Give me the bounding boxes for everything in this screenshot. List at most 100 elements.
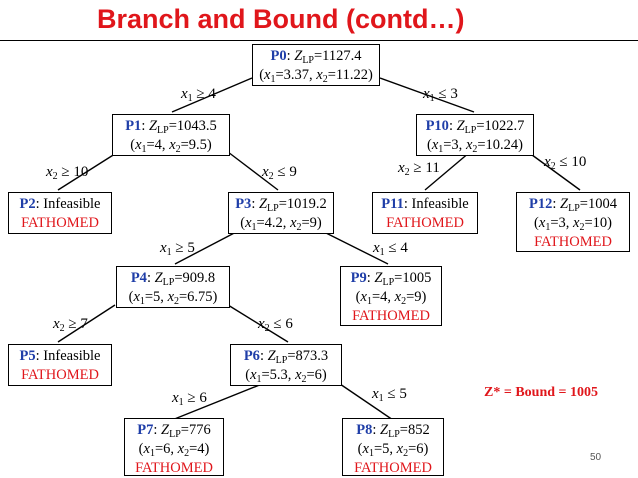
x2-value: =6) [408,441,429,457]
z-value: =1022.7 [476,118,525,134]
node-id: P2 [19,196,36,212]
z-value: =1004 [579,196,617,212]
branch-var: 1 [178,397,184,408]
fathomed-label: FATHOMED [352,308,430,324]
x1-value: =5, [373,441,393,457]
branch-label-p0-p1: x1 ≥ 4 [181,86,216,104]
edge-p0-p1 [171,77,253,113]
edge-p1-p3 [227,151,279,191]
branch-op: ≥ 4 [192,86,216,102]
z-value: =873.3 [287,348,329,364]
node-p0: P0: ZLP=1127.4 (x1=3.37, x2=11.22) [252,44,380,86]
z-value: =1005 [394,270,432,286]
edge-p10-p12 [527,151,581,191]
z-value: =1043.5 [168,118,217,134]
x1-value: =3, [443,137,463,153]
branch-var: 2 [550,161,556,172]
x2-value: =10.24) [477,137,524,153]
node-p2: P2: Infeasible FATHOMED [8,192,112,234]
x2-value: =11.22) [327,67,373,83]
node-status: : Infeasible [35,348,101,364]
fathomed-label: FATHOMED [21,215,99,231]
branch-label-p0-p10: x1 ≤ 3 [423,86,458,104]
branch-op: ≥ 10 [57,164,89,180]
branch-label-p6-p7: x1 ≥ 6 [172,390,207,408]
node-id: P4 [130,270,147,286]
node-p4: P4: ZLP=909.8 (x1=5, x2=6.75) [116,266,230,308]
x1-value: =5, [144,289,164,305]
fathomed-label: FATHOMED [386,215,464,231]
branch-var: 1 [429,93,435,104]
node-id: P3 [235,196,252,212]
fathomed-label: FATHOMED [534,234,612,250]
z-value: =1019.2 [278,196,327,212]
node-id: P9 [350,270,367,286]
x1-value: =4, [146,137,166,153]
node-p7: P7: ZLP=776 (x1=6, x2=4) FATHOMED [124,418,224,476]
branch-op: ≤ 6 [269,316,293,332]
edge-p4-p5 [57,304,116,343]
branch-var: 1 [379,247,385,258]
x1-value: =5.3, [261,367,292,383]
node-id: P0 [270,48,287,64]
branch-label-p4-p6: x2 ≤ 6 [258,316,293,334]
node-p6: P6: ZLP=873.3 (x1=5.3, x2=6) [230,344,342,386]
branch-op: ≤ 4 [384,240,408,256]
edge-p0-p10 [379,77,475,113]
edge-p3-p9 [319,229,389,265]
x2-value: =9.5) [180,137,212,153]
x1-value: =4.2, [256,215,287,231]
branch-op: ≥ 11 [409,160,440,176]
node-p9: P9: ZLP=1005 (x1=4, x2=9) FATHOMED [340,266,442,326]
x2-value: =6) [306,367,327,383]
node-id: P7 [137,422,154,438]
z-value: =852 [399,422,430,438]
branch-op: ≥ 7 [64,316,88,332]
node-id: P12 [529,196,553,212]
edge-p1-p2 [57,151,119,191]
node-p11: P11: Infeasible FATHOMED [372,192,478,234]
edge-p6-p8 [339,383,394,421]
x2-value: =9) [406,289,427,305]
x2-value: =10) [584,215,612,231]
z-value: =909.8 [174,270,216,286]
branch-label-p10-p11: x2 ≥ 11 [398,160,440,178]
branch-label-p3-p9: x1 ≤ 4 [373,240,408,258]
branch-var: 2 [404,167,410,178]
node-status: : Infeasible [403,196,469,212]
branch-op: ≥ 6 [183,390,207,406]
branch-op: ≤ 3 [434,86,458,102]
branch-label-p1-p3: x2 ≤ 9 [262,164,297,182]
fathomed-label: FATHOMED [135,460,213,476]
node-p12: P12: ZLP=1004 (x1=3, x2=10) FATHOMED [516,192,630,252]
branch-op: ≤ 5 [383,386,407,402]
branch-label-p4-p5: x2 ≥ 7 [53,316,88,334]
fathomed-label: FATHOMED [354,460,432,476]
node-id: P5 [19,348,36,364]
branch-var: 2 [268,171,274,182]
edge-p4-p6 [227,304,289,343]
edge-p10-p11 [424,151,471,191]
node-id: P8 [356,422,373,438]
node-p3: P3: ZLP=1019.2 (x1=4.2, x2=9) [228,192,334,234]
optimal-bound-note: Z* = Bound = 1005 [484,385,598,400]
node-id: P1 [125,118,142,134]
x1-value: =3.37, [275,67,313,83]
z-value: =1127.4 [314,48,362,64]
branch-op: ≤ 10 [555,154,587,170]
branch-var: 2 [264,323,270,334]
node-p1: P1: ZLP=1043.5 (x1=4, x2=9.5) [112,114,230,156]
node-id: P10 [425,118,449,134]
branch-label-p6-p8: x1 ≤ 5 [372,386,407,404]
branch-op: ≥ 5 [171,240,195,256]
branch-var: 1 [378,393,384,404]
branch-op: ≤ 9 [273,164,297,180]
node-status: : Infeasible [35,196,101,212]
x1-value: =3, [550,215,570,231]
node-p8: P8: ZLP=852 (x1=5, x2=6) FATHOMED [342,418,444,476]
node-id: P6 [243,348,260,364]
z-value: =776 [180,422,211,438]
node-p10: P10: ZLP=1022.7 (x1=3, x2=10.24) [416,114,534,156]
branch-label-p10-p12: x2 ≤ 10 [544,154,587,172]
